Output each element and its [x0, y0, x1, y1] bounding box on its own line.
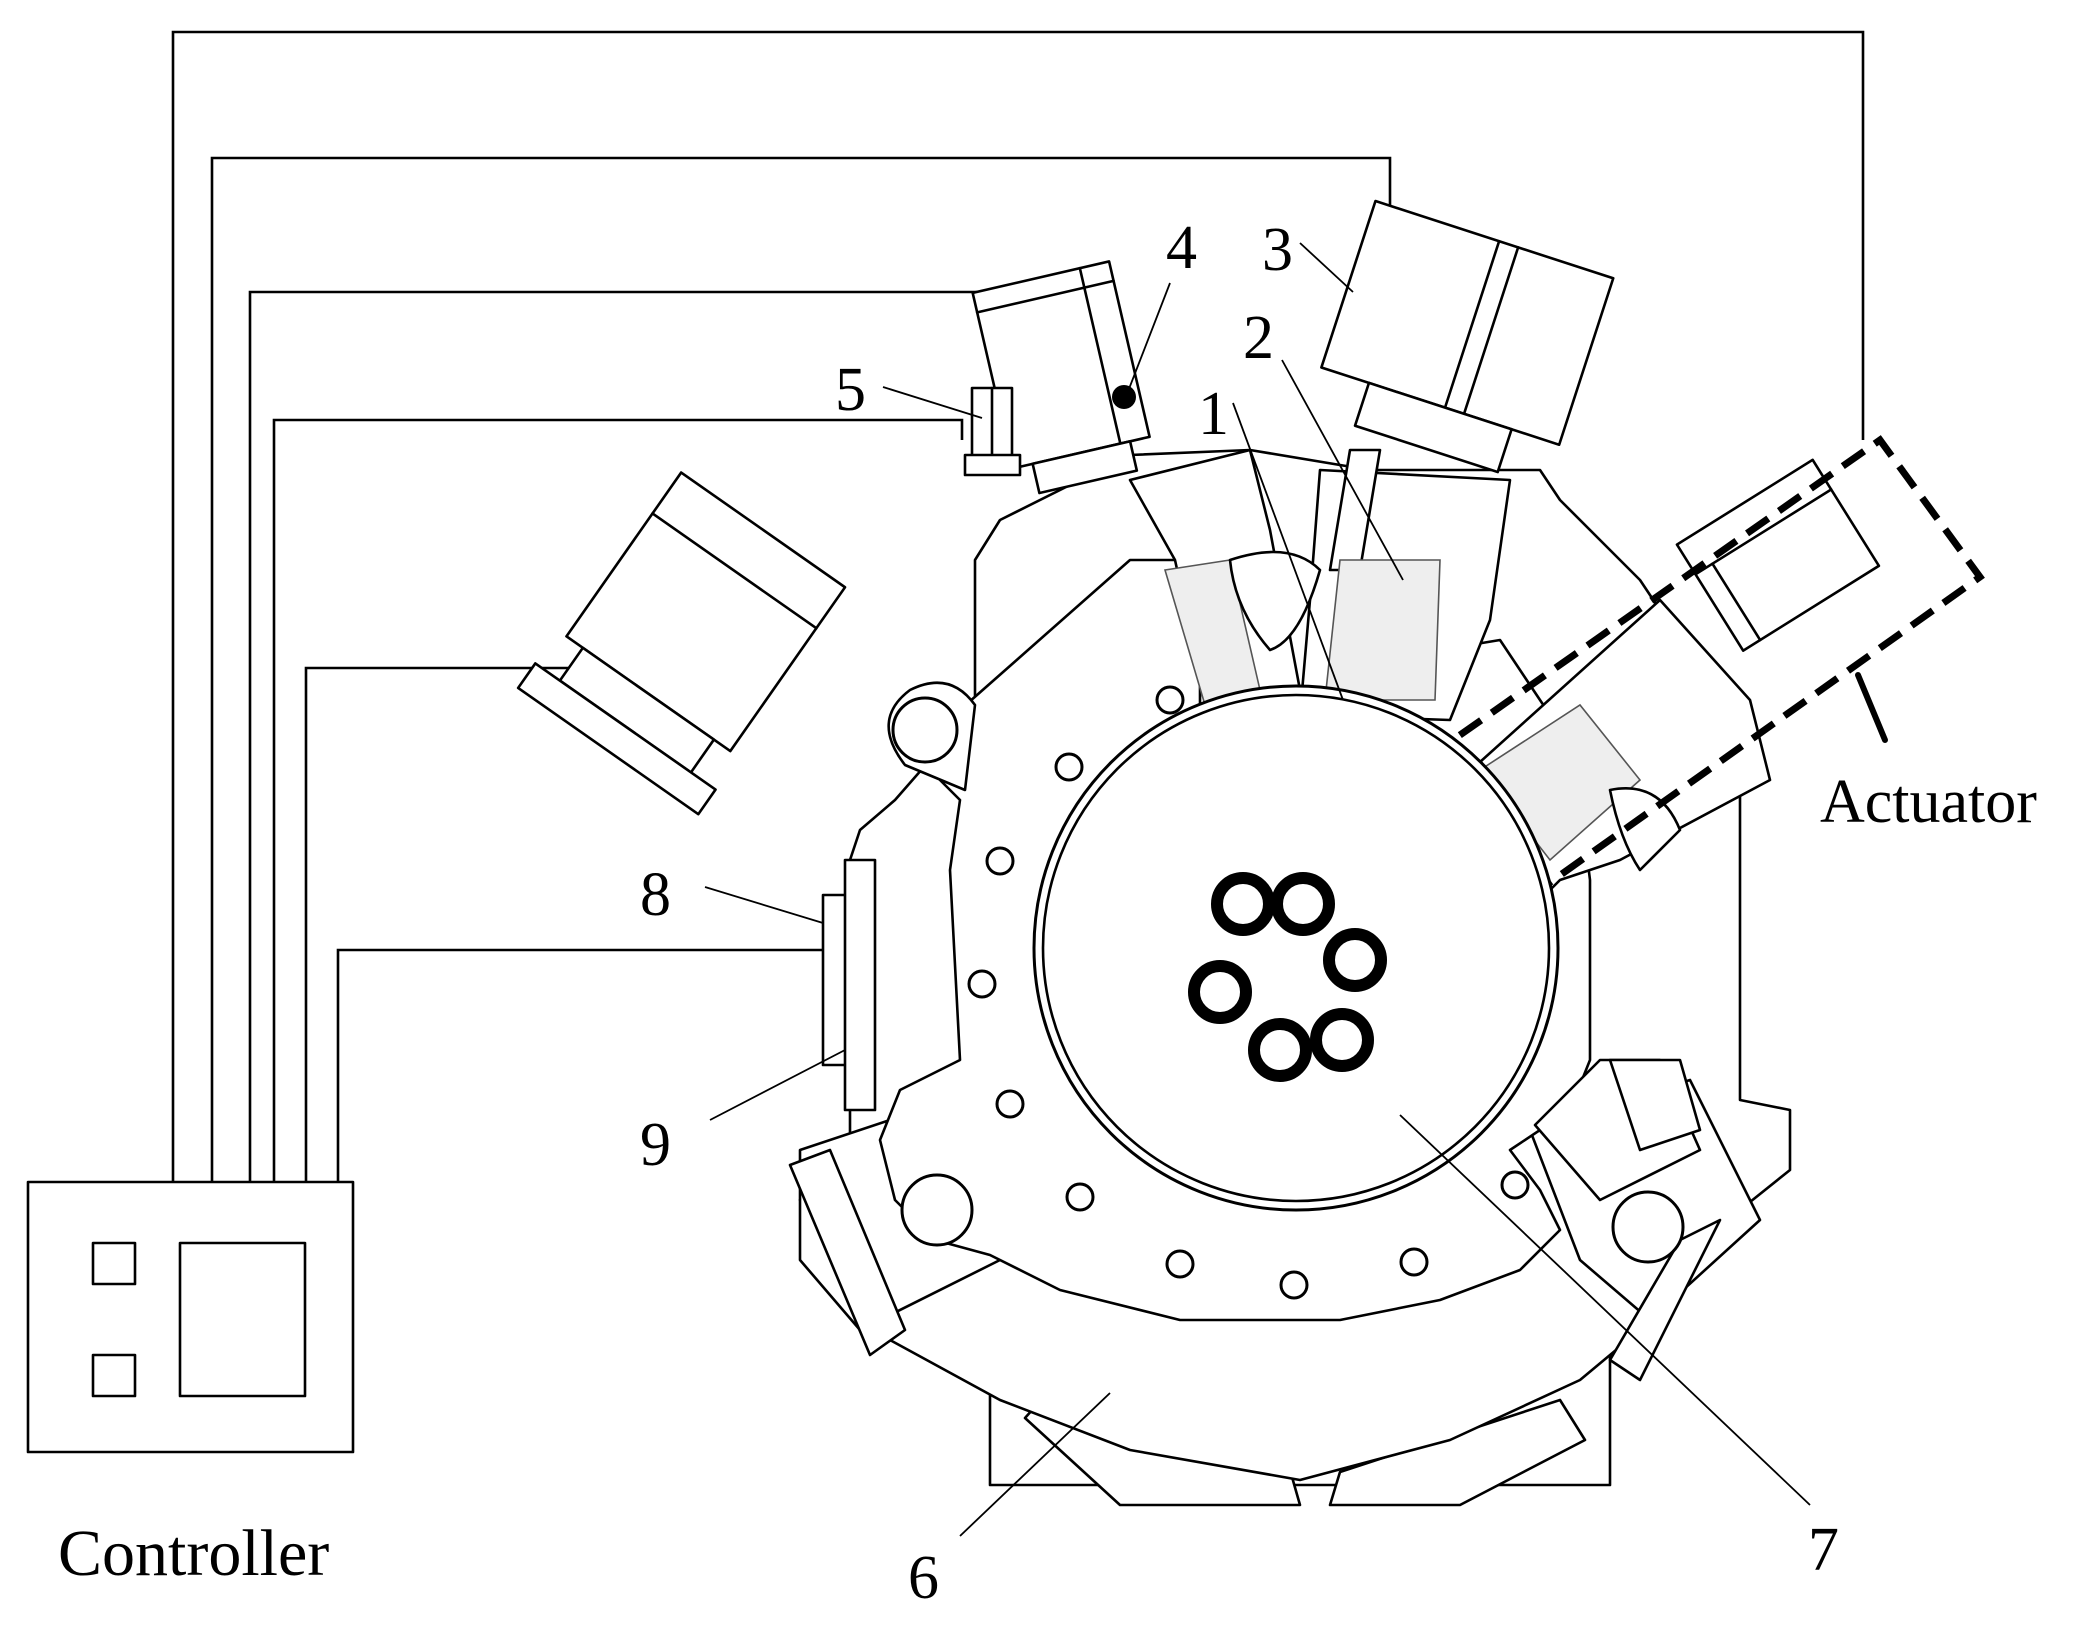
label-4: 4: [1166, 214, 1197, 282]
controller-display: [178, 1241, 307, 1398]
wire-to-part-8: [336, 948, 823, 1182]
bolt-hole: [1054, 752, 1084, 782]
leader-7: [1399, 1114, 1811, 1506]
label-6: 6: [908, 1544, 939, 1612]
wire-to-left-motor: [304, 666, 610, 1182]
tube: [1323, 928, 1387, 992]
label-7: 7: [1808, 1516, 1839, 1584]
sensor-5: [963, 386, 1022, 477]
tube: [1248, 1018, 1312, 1082]
disc-outer-ring: [1032, 684, 1560, 1212]
label-3: 3: [1262, 216, 1293, 284]
left-lower-pivot: [900, 1173, 974, 1247]
leader-9: [709, 1049, 846, 1121]
leader-8: [704, 886, 824, 924]
leader-2: [1281, 359, 1404, 581]
tube: [1310, 1008, 1374, 1072]
leader-4: [1126, 282, 1171, 395]
bolt-hole: [1279, 1270, 1309, 1300]
bolt-holes: [967, 685, 1530, 1300]
right-lower-pivot: [1611, 1190, 1685, 1264]
bolt-hole: [1065, 1182, 1095, 1212]
leader-3: [1299, 242, 1354, 293]
label-8: 8: [640, 861, 671, 929]
bolt-hole: [1165, 1249, 1195, 1279]
label-controller: Controller: [58, 1517, 329, 1590]
wire-to-actuator: [171, 30, 1865, 1182]
part-9: [843, 858, 877, 1112]
right-lower-arm: [1533, 1058, 1702, 1202]
controller-box: [26, 1180, 355, 1454]
disc-inner-ring: [1041, 693, 1551, 1203]
label-1: 1: [1198, 380, 1229, 448]
bolt-hole: [985, 846, 1015, 876]
cutter-head-center: [1324, 559, 1441, 701]
sensor-4-dot: [1112, 385, 1136, 409]
left-lower-plate: [788, 1148, 907, 1357]
actuator-lobe: [1608, 787, 1682, 872]
leader-5: [882, 386, 983, 419]
label-actuator: Actuator: [1820, 768, 2037, 836]
bolt-hole: [995, 1089, 1025, 1119]
lower-right-block: [1328, 1398, 1587, 1507]
bolt-hole: [1155, 685, 1185, 715]
wire-to-motor-3: [210, 156, 1392, 1182]
label-2: 2: [1243, 304, 1274, 372]
actuator-leader: [1855, 672, 1888, 743]
wire-tubes: [1188, 872, 1387, 1082]
central-disc: [1032, 684, 1560, 1212]
left-motor: [516, 471, 847, 816]
label-9: 9: [640, 1111, 671, 1179]
controller-wiring: [171, 30, 1865, 1182]
tube: [1188, 960, 1252, 1024]
controller-button-top: [91, 1241, 137, 1286]
label-5: 5: [835, 356, 866, 424]
leader-1: [1232, 402, 1344, 701]
leader-6: [959, 1392, 1111, 1537]
tube: [1211, 872, 1275, 936]
controller-button-bottom: [91, 1353, 137, 1398]
left-upper-pivot: [891, 696, 959, 764]
tube: [1271, 872, 1335, 936]
bolt-hole: [967, 969, 997, 999]
bolt-hole: [1500, 1170, 1530, 1200]
cutter-assembly-left: [971, 260, 1302, 722]
labels: 1 2 3 4 5 6 7 8 9 Actuator Controller: [58, 214, 2037, 1612]
leader-lines: [704, 242, 1811, 1537]
wire-to-sensor-5: [272, 418, 964, 1182]
bolt-hole: [1399, 1247, 1429, 1277]
cutter-assembly-center: [1228, 199, 1615, 722]
left-side-parts: [821, 858, 877, 1112]
